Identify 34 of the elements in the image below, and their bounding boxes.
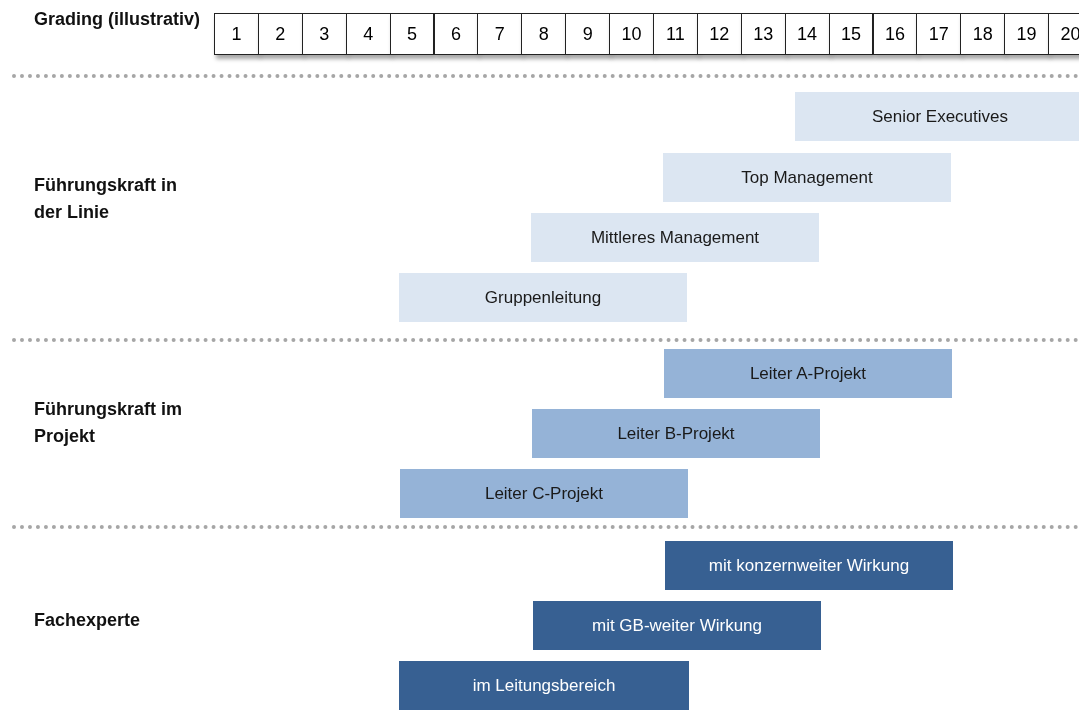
grade-cell: 13 (740, 13, 786, 55)
range-bar: Mittleres Management (531, 213, 819, 262)
grade-cell: 7 (477, 13, 523, 55)
range-bar: Top Management (663, 153, 951, 202)
grade-cell: 19 (1004, 13, 1050, 55)
range-bar: Leiter A-Projekt (664, 349, 952, 398)
range-bar: Leiter C-Projekt (400, 469, 688, 518)
range-bar: Senior Executives (795, 92, 1079, 141)
grade-cell: 3 (301, 13, 347, 55)
range-bar: mit GB-weiter Wirkung (533, 601, 821, 650)
row-heading: Führungskraft im Projekt (34, 398, 183, 448)
grade-cell: 16 (872, 13, 918, 55)
grade-cell: 1 (214, 13, 259, 55)
range-bar: Gruppenleitung (399, 273, 687, 322)
grade-cell: 4 (345, 13, 391, 55)
row-heading: Führungskraft in der Linie (34, 174, 178, 224)
range-bar: im Leitungsbereich (399, 661, 689, 710)
grade-cell: 12 (696, 13, 742, 55)
grade-cell: 15 (828, 13, 874, 55)
grade-cell: 17 (916, 13, 962, 55)
column-heading: Grading (illustrativ) (34, 8, 201, 31)
grade-cell: 11 (653, 13, 698, 55)
grade-cell: 2 (257, 13, 303, 55)
row-heading: Fachexperte (34, 609, 142, 632)
range-bar: Leiter B-Projekt (532, 409, 820, 458)
grade-cell: 20 (1048, 13, 1079, 55)
grade-cell: 18 (960, 13, 1006, 55)
grade-cell: 14 (784, 13, 830, 55)
range-bar: mit konzernweiter Wirkung (665, 541, 953, 590)
grade-cell: 6 (433, 13, 479, 55)
grade-cell: 5 (389, 13, 435, 55)
grade-cell: 10 (609, 13, 654, 55)
grade-cell: 8 (521, 13, 567, 55)
grade-cell: 9 (565, 13, 611, 55)
